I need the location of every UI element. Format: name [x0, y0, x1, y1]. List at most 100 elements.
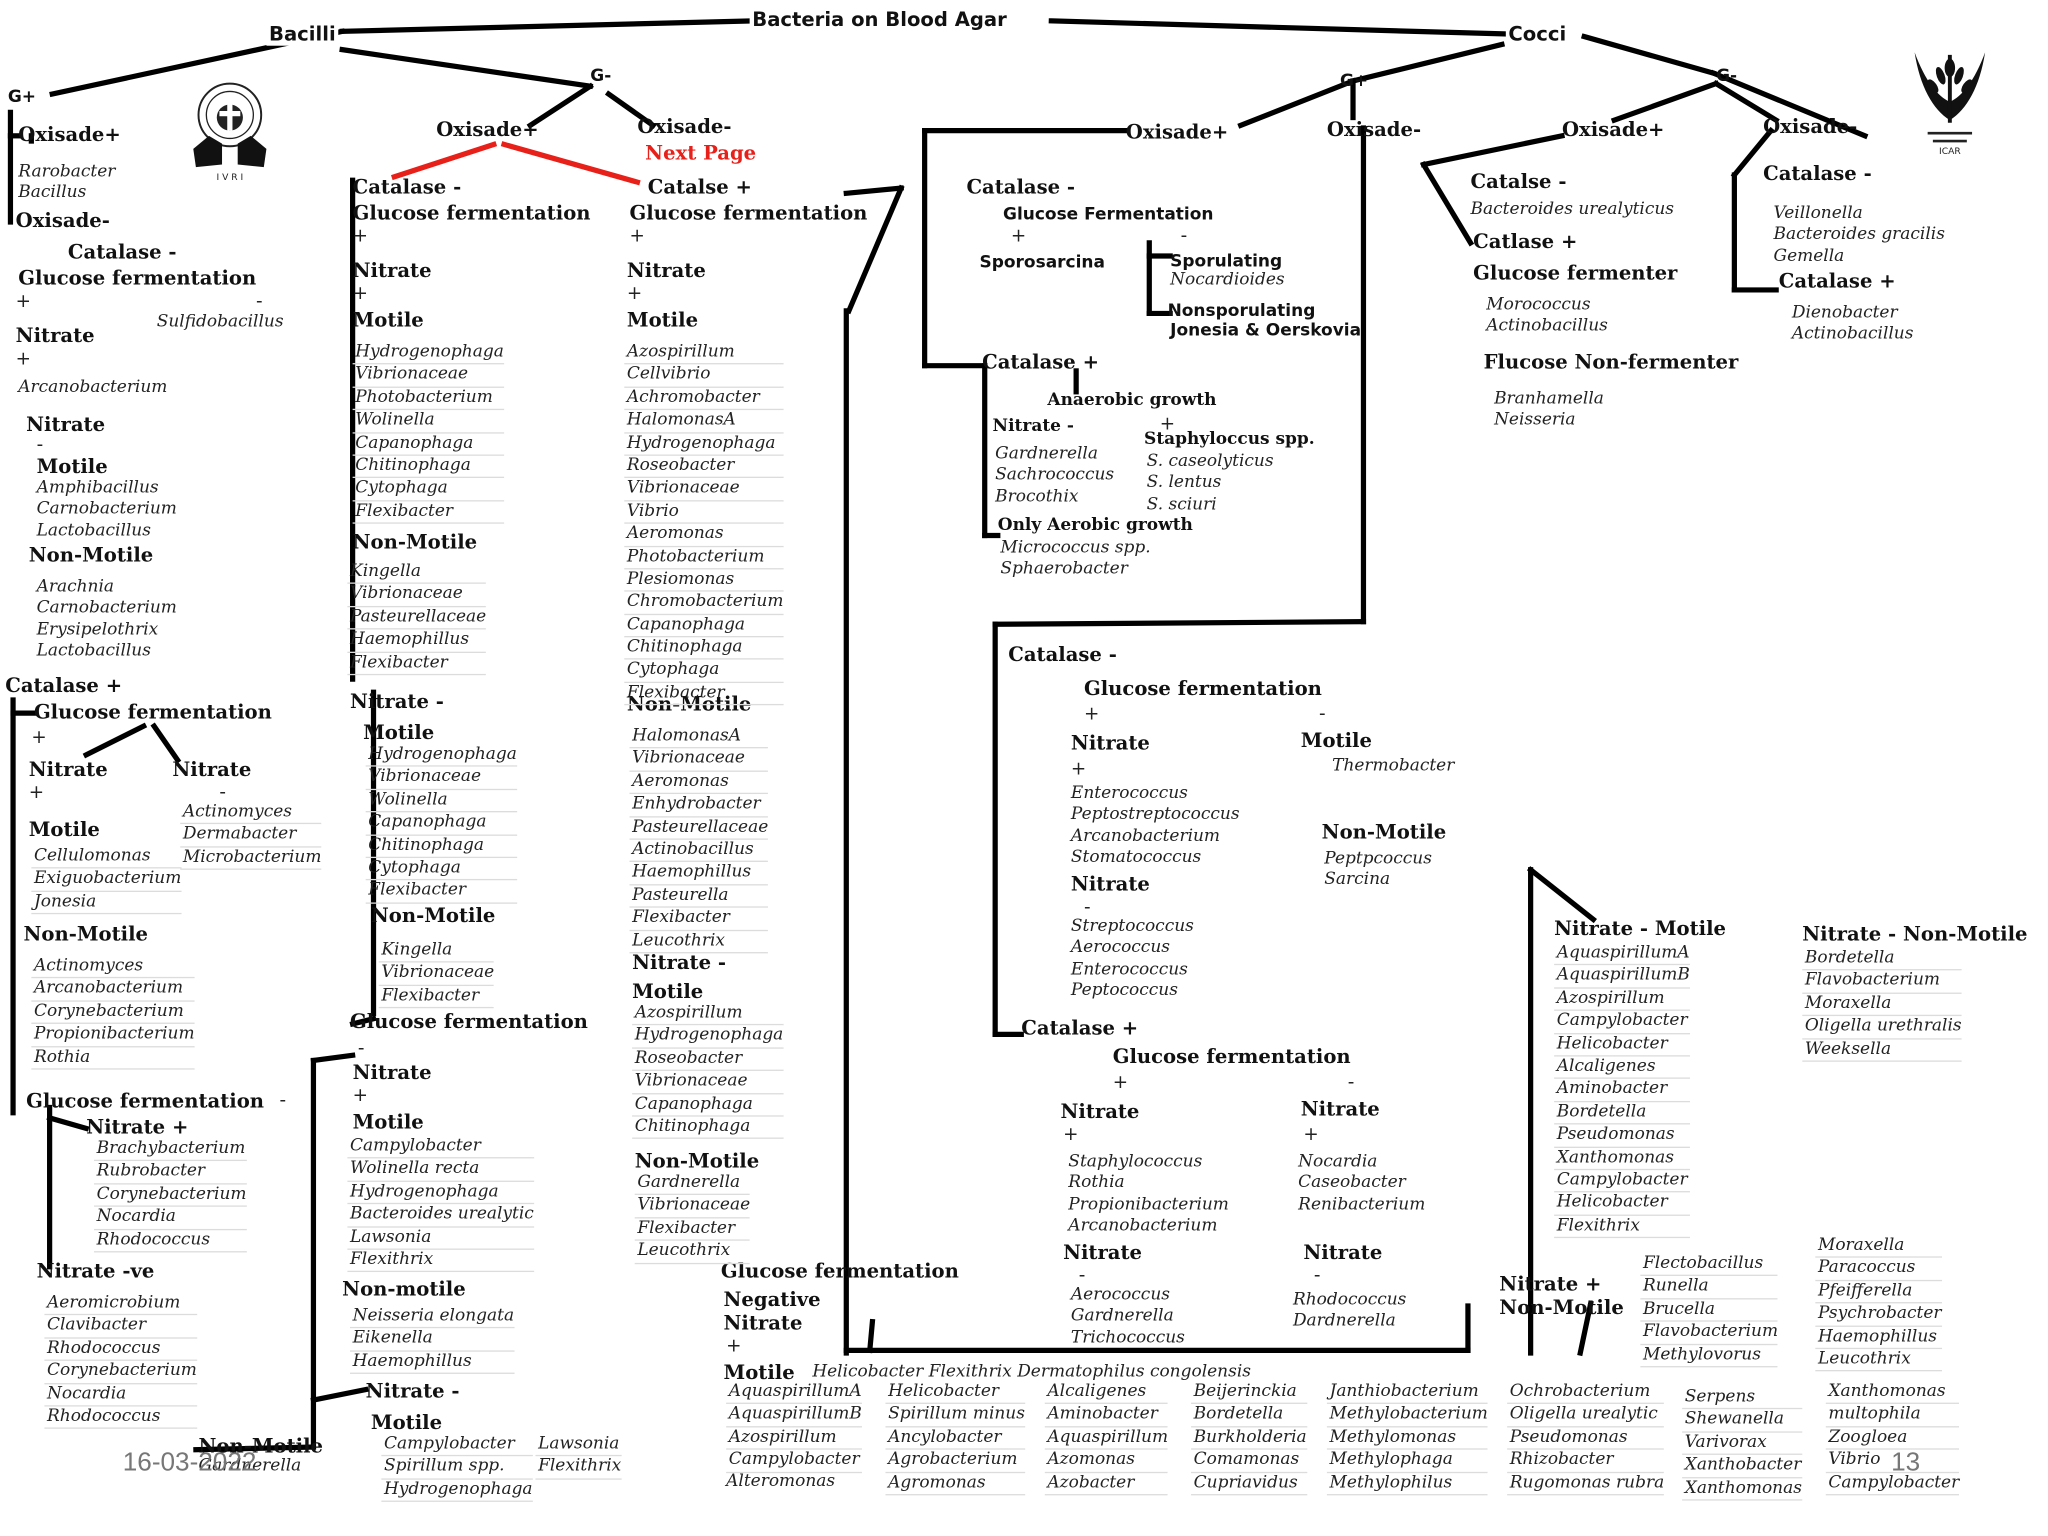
svg-text:I V R I: I V R I — [217, 173, 244, 183]
a-minus-1: - — [255, 291, 263, 313]
a-nitrate-neg: Nitrate -ve — [36, 1258, 155, 1283]
list-item: Rothia — [31, 1047, 195, 1070]
list-item: Pfeifferella — [1815, 1281, 1942, 1304]
b-catalase-neg: Catalase - — [352, 175, 462, 199]
list-item: Serpens — [1682, 1387, 1802, 1410]
list-item: Chromobacterium — [624, 592, 784, 615]
a-non-motile-3: Non-Motile — [198, 1433, 324, 1458]
b-motile: Motile — [352, 308, 424, 332]
d-motile: Motile — [1300, 728, 1372, 753]
c-next-page[interactable]: Next Page — [645, 141, 757, 165]
list-item: Actinomyces — [31, 956, 195, 979]
d-plus-1: + — [1010, 225, 1027, 247]
list-item: Hydrogenophaga — [381, 1479, 533, 1503]
coc-gneg: G- — [1716, 66, 1738, 87]
connector-line-11 — [1610, 80, 1720, 124]
list-item: Capanophaga — [365, 813, 517, 836]
a-minus-2: - — [36, 434, 44, 456]
d-plus-3: + — [1083, 703, 1100, 725]
list-item: Corynebacterium — [31, 1001, 195, 1025]
d-non-motile: Non-Motile — [1321, 820, 1447, 844]
list-item: Flexithrix — [1554, 1215, 1690, 1239]
b-glucose-ferm: Glucose fermentation — [352, 201, 591, 225]
list-item: Chitinophaga — [352, 456, 504, 479]
a-gardnerella-last: Gardnerella — [198, 1456, 302, 1476]
a-non-motile-2: Non-Motile — [23, 922, 149, 946]
list-item: Burkholderia — [1191, 1427, 1307, 1450]
list-item: Kingella — [347, 562, 487, 585]
b-non-motile-3: Non-motile — [342, 1277, 466, 1301]
d-minus-5: - — [1078, 1265, 1086, 1287]
list-item: Roseobacter — [632, 1048, 784, 1072]
list-item: Spirillum minus — [885, 1404, 1025, 1428]
list-item: Pseudomonas — [1554, 1125, 1690, 1148]
list-item: Janthiobacterium — [1326, 1382, 1488, 1405]
connector-line-17 — [82, 722, 148, 759]
list-item: Methylomonas — [1326, 1427, 1488, 1450]
list-item: Stomatococcus — [1070, 847, 1202, 868]
a-minus-3: - — [219, 782, 227, 804]
e-oxidase-neg: Oxisade- — [1763, 114, 1858, 139]
c-negative: Negative — [723, 1287, 821, 1312]
list-item: Actinobacillus — [1791, 324, 1914, 344]
b-nitrate-1: Nitrate — [352, 258, 432, 283]
b-plus-3: + — [352, 1085, 368, 1107]
list-item: Campylobacter — [381, 1434, 533, 1457]
b-oxidase-pos: Oxisade+ — [436, 117, 539, 142]
list-item: Azomonas — [1044, 1450, 1169, 1473]
list-item: Aeromonas — [624, 524, 784, 547]
list-item: Vibrionaceae — [624, 478, 784, 502]
list-item: Vibrionaceae — [365, 767, 517, 790]
a-glucose-ferm-3: Glucose fermentation — [26, 1089, 265, 1113]
d-only-aerobic: Only Aerobic growth — [997, 515, 1193, 536]
list-item: Pasteurella — [629, 885, 769, 908]
list-item: Flexibacter — [624, 683, 784, 706]
d-minus-3: - — [1083, 897, 1091, 919]
d-thermobacter: Thermobacter — [1332, 756, 1455, 776]
list-item: Achromobacter — [624, 388, 784, 411]
a-sulfidobacillus: Sulfidobacillus — [156, 312, 284, 332]
list-item: Microbacterium — [180, 847, 322, 871]
list-item: Actinobacillus — [629, 840, 769, 863]
connector-line-47 — [1526, 866, 1597, 924]
list-item: Micrococcus spp. — [1000, 538, 1151, 558]
list-item: Neisseria elongata — [350, 1306, 515, 1329]
e-nitrate-pos: Nitrate + — [1499, 1272, 1602, 1296]
red-connector-line-0 — [390, 141, 498, 181]
list-item: Flavobacterium — [1640, 1322, 1779, 1345]
list-item: Azospirillum — [726, 1427, 862, 1450]
list-item: Campylobacter — [347, 1136, 534, 1159]
list-item: Paracoccus — [1815, 1258, 1942, 1281]
list-item: Vibrionaceae — [378, 963, 495, 986]
connector-line-32 — [866, 1318, 876, 1354]
list-item: Cellulomonas — [31, 846, 182, 870]
d-minus-1: - — [1180, 225, 1188, 247]
list-item: Leucothrix — [634, 1241, 751, 1264]
d-plus-2: + — [1159, 414, 1176, 435]
list-item: Campylobacter — [1825, 1473, 1960, 1496]
list-item: Vibrionaceae — [352, 365, 504, 388]
connector-line-50 — [1420, 132, 1566, 168]
list-item: Morococcus — [1486, 295, 1591, 315]
list-item: Pasteurellaceae — [347, 607, 487, 630]
list-item: S. sciuri — [1146, 494, 1217, 515]
c-non-motile: Non-Motile — [626, 692, 752, 716]
list-item: Kingella — [378, 940, 495, 964]
list-item: Cellvibrio — [624, 365, 784, 388]
list-item: Jonesia — [31, 892, 182, 915]
connector-line-24 — [310, 1052, 356, 1064]
list-item: Aeromicrobium — [44, 1293, 197, 1316]
list-item: Bordetella — [1191, 1404, 1307, 1428]
d-glucose-ferm-2: Glucose fermentation — [1083, 676, 1322, 701]
list-item: Brachybacterium — [94, 1139, 247, 1162]
e-catalase-pos-2: Catalase + — [1778, 269, 1896, 293]
